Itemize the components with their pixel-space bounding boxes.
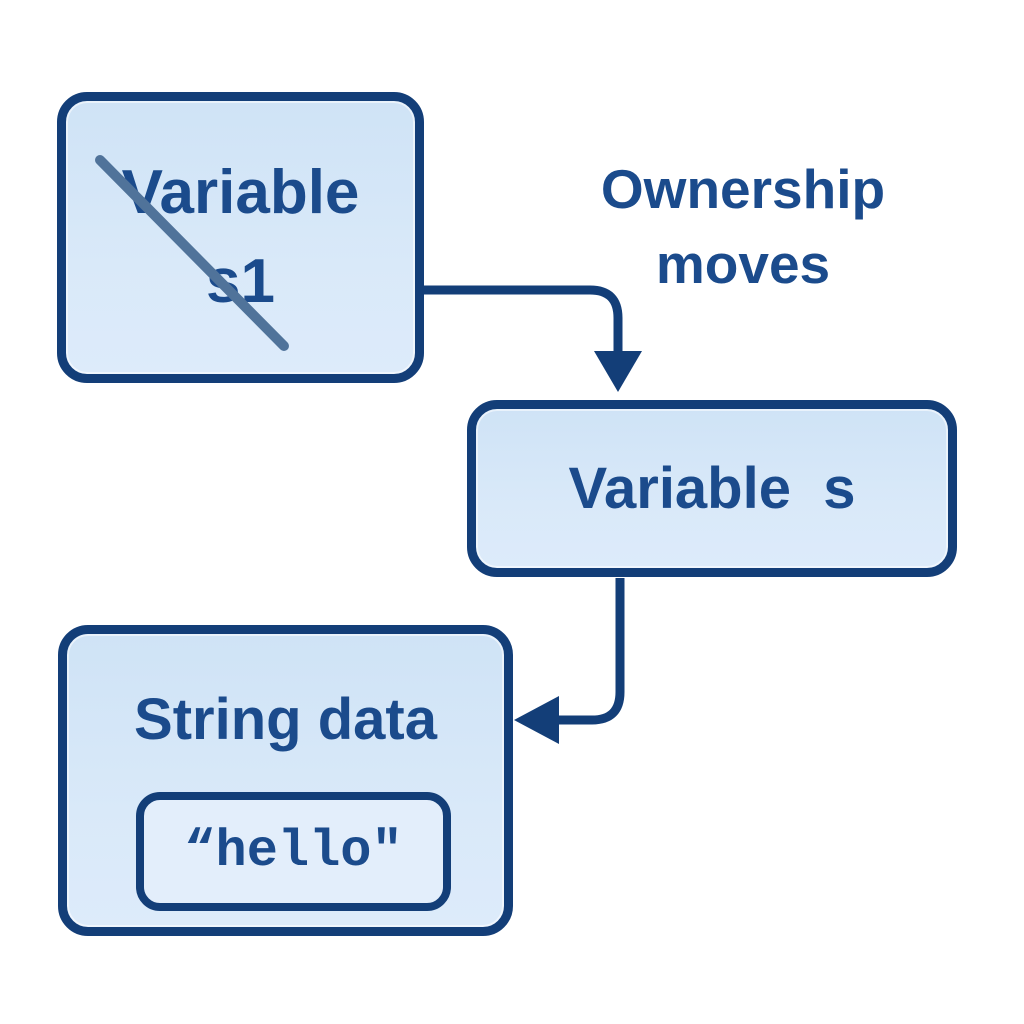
edge-label-ownership-moves: Ownership moves — [558, 152, 928, 302]
node-variable-s1-label-line1: Variable — [121, 158, 360, 228]
node-variable-s-label: Variable s — [568, 456, 856, 521]
node-string-data: String data “hello" — [58, 625, 513, 936]
node-variable-s1-label-line2: s1 — [206, 246, 275, 316]
edge-label-line1: Ownership — [600, 158, 886, 220]
data-pointer-arrowhead — [514, 696, 559, 744]
edge-label-line2: moves — [655, 232, 831, 295]
data-pointer-arrow — [514, 578, 625, 744]
string-value-text: “hello" — [184, 822, 403, 881]
ownership-move-arrowhead — [594, 351, 642, 392]
node-string-data-title: String data — [134, 687, 437, 752]
ownership-move-arrow — [424, 285, 642, 392]
string-value-box: “hello" — [136, 792, 451, 911]
node-variable-s1: Variable s1 — [57, 92, 424, 383]
node-variable-s: Variable s — [467, 400, 957, 577]
